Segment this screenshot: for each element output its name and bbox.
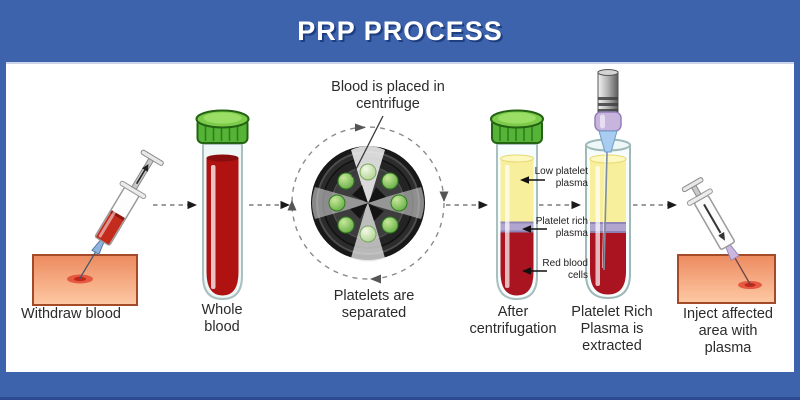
centrifuge bbox=[287, 115, 449, 284]
flow-arrow-2 bbox=[249, 200, 290, 210]
flow-arrow-3 bbox=[446, 200, 488, 210]
caption-pointer-line bbox=[351, 115, 384, 178]
inject-plasma-label: Inject affected area with plasma bbox=[682, 306, 774, 356]
low-platelet-plasma-label: Low platelet plasma bbox=[534, 166, 588, 189]
inject-syringe bbox=[681, 177, 752, 286]
green-cap bbox=[195, 109, 250, 144]
flow-arrow-4 bbox=[539, 200, 581, 210]
layer-pointer-arrows bbox=[520, 176, 547, 275]
whole-blood-tube bbox=[195, 109, 250, 301]
centrifuge-caption-top: Blood is placed in centrifuge bbox=[331, 79, 445, 112]
sample-tubes-top-view bbox=[328, 163, 408, 243]
withdraw-syringe bbox=[78, 149, 164, 280]
skin-patch-withdraw bbox=[32, 254, 138, 306]
whole-blood-label: Whole blood bbox=[201, 302, 243, 335]
platelet-rich-plasma-label: Platelet rich plasma bbox=[535, 216, 588, 239]
flow-arrow-5 bbox=[633, 200, 677, 210]
red-blood-cells-label: Red blood cells bbox=[542, 258, 588, 281]
withdraw-blood-label: Withdraw blood bbox=[21, 306, 121, 322]
centrifuge-caption-bottom: Platelets are separated bbox=[333, 288, 415, 321]
bottom-border bbox=[0, 397, 800, 400]
prp-extracted-label: Platelet Rich Plasma is extracted bbox=[571, 304, 653, 354]
extraction-syringe bbox=[594, 69, 622, 271]
page-title: PRP PROCESS bbox=[297, 15, 503, 46]
skin-patch-inject bbox=[677, 254, 776, 304]
platelet-rich-plasma-layer bbox=[500, 221, 534, 233]
header-bar: PRP PROCESS bbox=[0, 0, 800, 62]
extraction-tube bbox=[585, 69, 631, 300]
flow-arrow-1 bbox=[153, 200, 197, 210]
green-cap bbox=[490, 109, 544, 144]
after-centrifugation-tube bbox=[490, 109, 547, 301]
after-centrifugation-label: After centrifugation bbox=[469, 304, 557, 337]
rotation-dashed-ring bbox=[291, 126, 445, 280]
